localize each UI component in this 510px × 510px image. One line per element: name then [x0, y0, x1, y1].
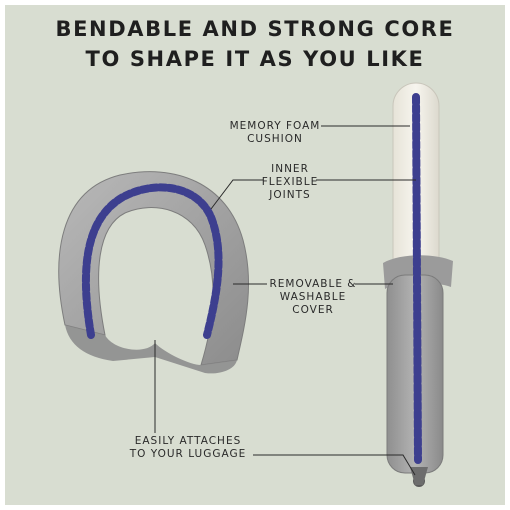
- product-illustration: [58, 82, 453, 487]
- callout-cover: REMOVABLE & WASHABLE COVER: [263, 278, 363, 317]
- headline-line-2: TO SHAPE IT AS YOU LIKE: [85, 47, 425, 71]
- callout-memory-foam-line-2: CUSHION: [247, 133, 303, 145]
- callout-memory-foam-line-1: MEMORY FOAM: [229, 120, 321, 132]
- callout-memory-foam: MEMORY FOAM CUSHION: [225, 120, 325, 146]
- callout-cover-line-1: REMOVABLE &: [269, 278, 357, 290]
- callout-cover-line-3: COVER: [292, 304, 334, 316]
- callout-inner-joints: INNER FLEXIBLE JOINTS: [255, 163, 325, 202]
- product-panel: BENDABLE AND STRONG CORE TO SHAPE IT AS …: [5, 5, 505, 505]
- headline-line-1: BENDABLE AND STRONG CORE: [55, 17, 455, 41]
- straight-pillow-joints: [412, 93, 422, 464]
- callout-inner-joints-line-1: INNER: [271, 163, 309, 175]
- callout-lines: [154, 125, 416, 476]
- u-pillow-joints: [81, 183, 223, 339]
- callout-inner-joints-line-3: JOINTS: [269, 189, 311, 201]
- callout-cover-line-2: WASHABLE: [279, 291, 347, 303]
- callout-luggage-line-1: EASILY ATTACHES: [134, 435, 242, 447]
- callout-luggage: EASILY ATTACHES TO YOUR LUGGAGE: [123, 435, 253, 461]
- callout-luggage-line-2: TO YOUR LUGGAGE: [129, 448, 247, 460]
- u-shaped-pillow: [58, 171, 250, 374]
- callout-inner-joints-line-2: FLEXIBLE: [261, 176, 319, 188]
